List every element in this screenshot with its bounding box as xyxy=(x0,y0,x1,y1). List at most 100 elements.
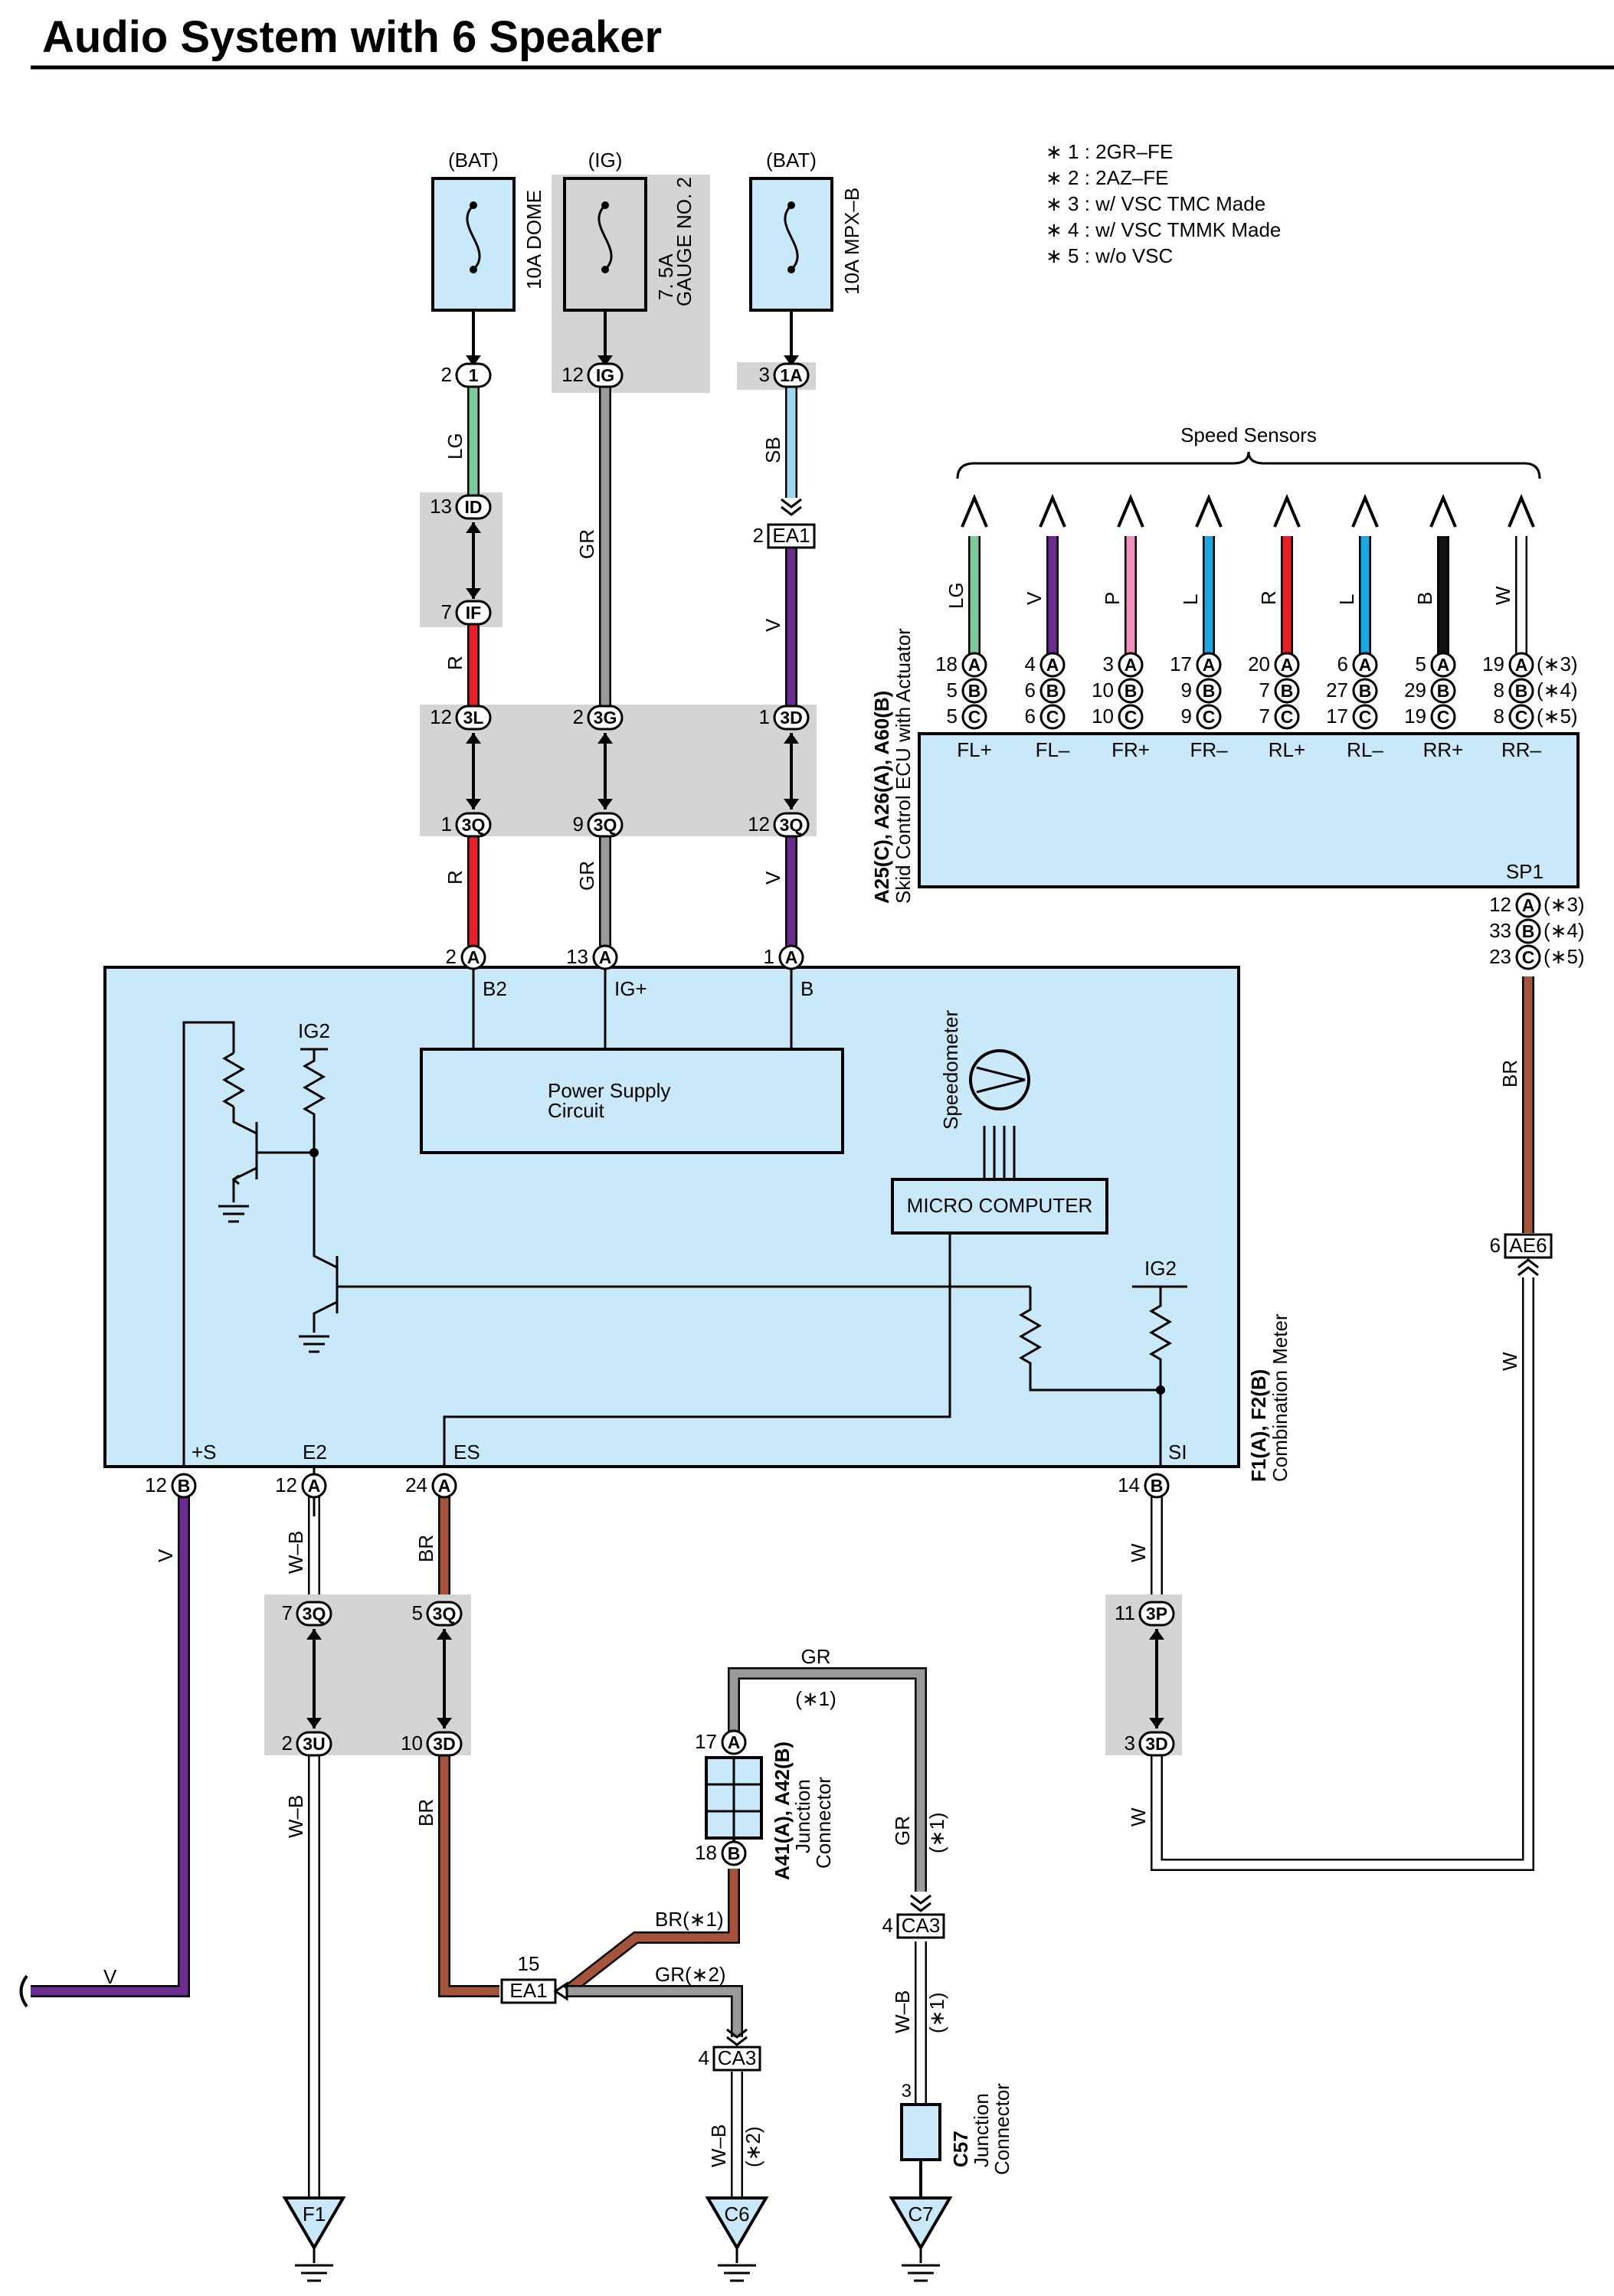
ecu-terminal-6: RR+ xyxy=(1423,738,1464,761)
connector-id-pin: 13 xyxy=(430,495,452,518)
connector-ae6-pin: 6 xyxy=(1490,1234,1501,1257)
meter-pin-e2-pin: 12 xyxy=(275,1473,297,1496)
ss-pin-6-c-pin: 19 xyxy=(1404,705,1426,728)
meter-terminal-e2: E2 xyxy=(303,1441,327,1464)
ss-pin-6-c-label: C xyxy=(1437,707,1450,727)
meter-pin-e2: A12 xyxy=(275,1473,327,1499)
ss-pin-2-b: B10 xyxy=(1092,678,1144,704)
ss-pin-7-b-pin: 8 xyxy=(1494,679,1504,702)
ss-pin-1-b-label: B xyxy=(1046,681,1059,701)
fuse-mpx-box xyxy=(749,177,833,312)
meter-pin-b2-label: A xyxy=(467,947,480,967)
ss-pin-1-b: B6 xyxy=(1025,678,1066,704)
connector-3g: 3G2 xyxy=(573,705,624,731)
ss-pin-4-b: B7 xyxy=(1259,678,1300,704)
ss-pin-4-a-pin: 20 xyxy=(1248,652,1270,675)
skid-control-ecu xyxy=(918,732,1580,888)
meter-pin-plus-s: B12 xyxy=(145,1473,197,1499)
junction-pin-b-label: B xyxy=(728,1843,741,1863)
ss-pin-4-c: C7 xyxy=(1259,704,1300,730)
connector-3q-a-label: 3Q xyxy=(462,815,486,835)
lbl-sb: SB xyxy=(761,437,784,463)
connector-3d-low-pin: 10 xyxy=(401,1732,423,1755)
ss-pin-2-c-pin: 10 xyxy=(1092,705,1114,728)
ss-pin-7-c: C8(∗5) xyxy=(1494,704,1578,730)
lbl-w-3d: W xyxy=(1127,1807,1150,1827)
ss-pin-0-a-pin: 18 xyxy=(935,652,958,675)
ss-pin-2-a-pin: 3 xyxy=(1103,652,1114,675)
ss-pin-3-b-label: B xyxy=(1203,681,1216,701)
lbl-wb-1: W–B xyxy=(284,1531,307,1574)
meter-terminal-es: ES xyxy=(453,1441,480,1464)
mate-3p-3d xyxy=(1149,1629,1164,1729)
meter-pin-b-label: A xyxy=(785,947,798,967)
meter-pin-es-pin: 24 xyxy=(405,1473,427,1496)
sp1-pin-a-pin: 12 xyxy=(1489,893,1511,916)
sp1-pin-a-note: (∗3) xyxy=(1544,893,1585,916)
wire-v-left xyxy=(31,1493,188,1996)
skid-ecu-id: A25(C), A26(A), A60(B) xyxy=(870,691,893,904)
lbl-r-1: R xyxy=(444,656,467,670)
ss-pin-3-c-label: C xyxy=(1203,707,1216,727)
ss-pin-7-b-note: (∗4) xyxy=(1537,679,1578,702)
ecu-terminal-1: FL– xyxy=(1036,738,1070,761)
connector-ea1-low-pin: 15 xyxy=(518,1952,540,1975)
note-2: ∗ 2 : 2AZ–FE xyxy=(1046,166,1169,189)
sp1-pin-c-label: C xyxy=(1522,947,1535,967)
ss-pin-1-a: A4 xyxy=(1025,652,1066,678)
meter-pin-plus-s-label: B xyxy=(178,1476,191,1496)
connector-ca3-a-label: CA3 xyxy=(718,2046,757,2069)
sp1-pin-a-label: A xyxy=(1522,895,1535,915)
meter-pin-b2: A2 xyxy=(446,944,486,970)
note-4: ∗ 4 : w/ VSC TMMK Made xyxy=(1046,218,1281,241)
ss-pin-7-b-label: B xyxy=(1515,681,1528,701)
lbl-w-si: W xyxy=(1127,1543,1150,1562)
lbl-v-left: V xyxy=(154,1549,177,1562)
ecu-terminal-2: FR+ xyxy=(1111,738,1150,761)
speed-sensors-brace: Speed Sensors xyxy=(956,424,1541,479)
power-supply-label-1: Power Supply xyxy=(548,1079,670,1102)
fuse-gauge-box xyxy=(563,177,647,312)
connector-ca3-b-pin: 4 xyxy=(882,1914,893,1937)
connector-3p-pin: 11 xyxy=(1115,1601,1135,1624)
connector-3q-low-1-pin: 7 xyxy=(282,1601,293,1624)
ss-pin-0-a-label: A xyxy=(968,655,981,675)
speedometer-label: Speedometer xyxy=(939,1010,962,1130)
mate-3q-3u xyxy=(306,1629,322,1729)
ig2-label-1: IG2 xyxy=(298,1019,330,1042)
junction-connector-c57: 3 C57 Junction Connector xyxy=(900,2081,1013,2175)
page-title: Audio System with 6 Speaker xyxy=(42,12,662,62)
ecu-terminal-4: RL+ xyxy=(1269,738,1305,761)
connector-3q-low-1-label: 3Q xyxy=(303,1604,326,1624)
ss-pin-1-c-label: C xyxy=(1046,707,1059,727)
speedometer-icon xyxy=(969,1049,1030,1110)
fuse-gauge-source: (IG) xyxy=(588,149,623,172)
ss-pin-7-c-label: C xyxy=(1515,707,1528,727)
mate-3l-3q xyxy=(466,733,481,809)
ss-pin-6-b-pin: 29 xyxy=(1404,679,1426,702)
ss-pin-5-b: B27 xyxy=(1326,678,1378,704)
lbl-ss-lg: LG xyxy=(945,582,967,609)
sp1-pin-b-pin: 33 xyxy=(1489,919,1511,942)
wire-w-right xyxy=(1152,1277,1533,1869)
connector-1a-label: 1A xyxy=(780,365,802,385)
c57-name-2: Connector xyxy=(990,2083,1013,2175)
connector-3u-label: 3U xyxy=(303,1734,325,1754)
wire-break-icon xyxy=(19,1974,28,2008)
ss-pin-4-c-pin: 7 xyxy=(1259,705,1270,728)
connector-1a: 1A3 xyxy=(759,362,810,388)
speed-sensors-label: Speed Sensors xyxy=(1180,424,1317,446)
ss-pin-6-a-label: A xyxy=(1437,655,1450,675)
lbl-ss-l2: L xyxy=(1335,594,1358,605)
connector-ca3-b-label: CA3 xyxy=(902,1914,941,1937)
lbl-br-es-1: BR xyxy=(414,1535,437,1562)
lbl-wb-c57: W–B xyxy=(891,1990,914,2033)
connector-3u: 3U2 xyxy=(282,1731,332,1757)
mate-3q-3d xyxy=(437,1629,452,1729)
